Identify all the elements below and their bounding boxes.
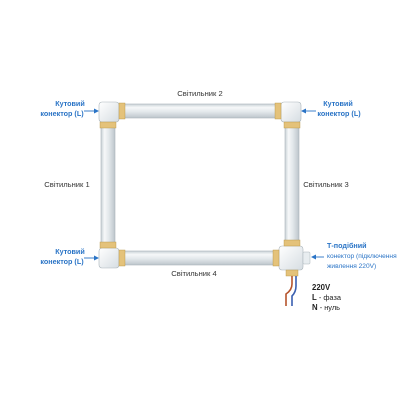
callout-top-right-line2: конектор (L) [317,109,361,118]
lamp-right-tube [284,111,300,259]
callout-bottom-left-line2: конектор (L) [40,257,84,266]
lamp-bottom-tube [107,250,293,266]
callout-bottom-left: Кутовий конектор (L) [40,247,99,266]
lamp-1-label: Світильник 1 [44,180,89,189]
callout-bottom-left-line1: Кутовий [55,247,85,256]
arrow-bottom-left-head [94,255,99,261]
phase-letter: L [312,293,317,302]
lamp-top-tube [107,103,293,119]
callout-t-connector-line2: конектор (підключення [327,252,397,260]
corner-connector-top-left [98,101,126,129]
power-legend: 220V L - фаза N - нуль [312,283,342,312]
neutral-legend: N - нуль [312,303,340,312]
arrow-t-connector-head [311,254,316,260]
phase-wire [285,276,293,306]
voltage-label: 220V [312,283,331,292]
neutral-text: - нуль [318,303,340,312]
power-wires [285,276,297,306]
t-connector [272,239,311,277]
neutral-wire [291,276,297,306]
arrow-top-right-head [301,108,306,114]
lamp-4-label: Світильник 4 [171,269,216,278]
lamp-3-label: Світильник 3 [303,180,348,189]
lamp-2-label: Світильник 2 [177,89,222,98]
callout-t-connector-line3: живлення 220V) [327,263,376,270]
phase-text: - фаза [317,293,342,302]
corner-connector-bottom-left [98,241,126,269]
callout-top-left: Кутовий конектор (L) [40,99,99,118]
callout-top-right: Кутовий конектор (L) [301,99,361,118]
neutral-letter: N [312,303,318,312]
callout-top-left-line2: конектор (L) [40,109,84,118]
callout-t-connector-line1: Т-подібний [327,241,367,250]
light-frame [98,101,311,277]
callout-t-connector: Т-подібний конектор (підключення живленн… [311,241,397,270]
lamp-left-tube [100,111,116,259]
phase-legend: L - фаза [312,293,342,302]
callout-top-right-line1: Кутовий [323,99,353,108]
arrow-top-left-head [94,108,99,114]
callout-top-left-line1: Кутовий [55,99,85,108]
corner-connector-top-right [274,101,302,129]
